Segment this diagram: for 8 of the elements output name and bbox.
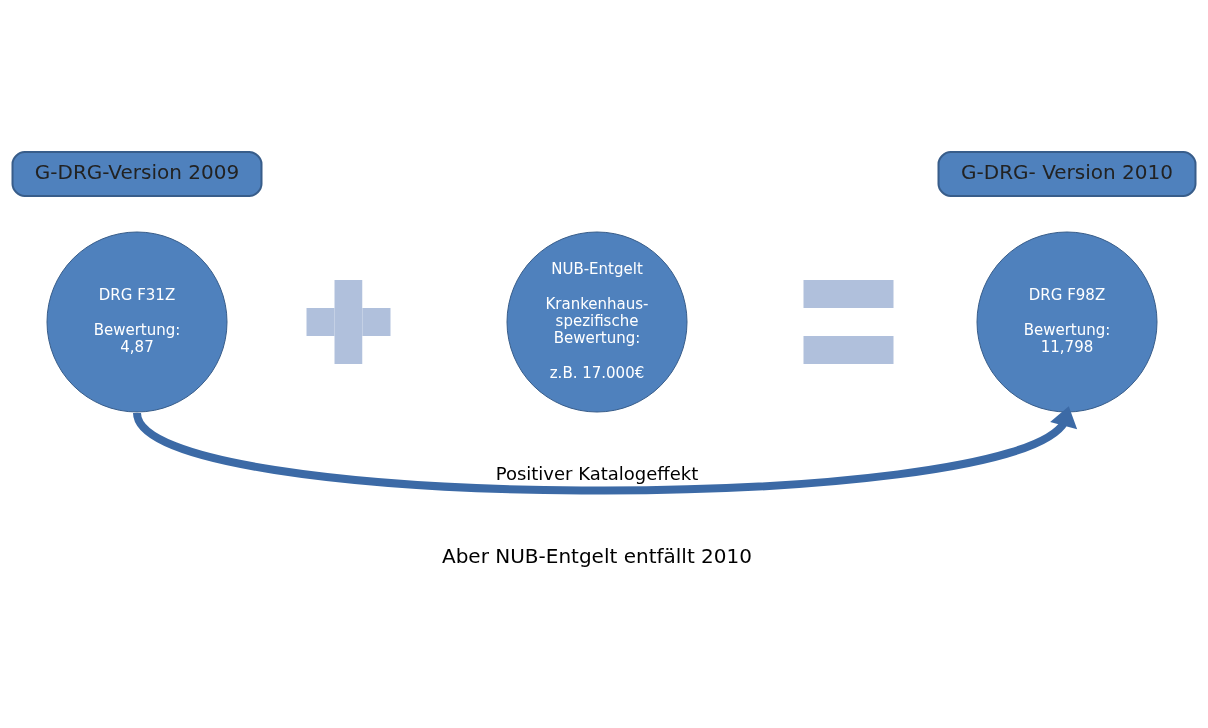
- edge-label: Positiver Katalogeffekt: [495, 463, 699, 485]
- node-circle: DRG F31Z Bewertung: 4,87: [46, 231, 228, 413]
- label: Aber NUB-Entgelt entfällt 2010: [441, 544, 753, 568]
- node-box: G-DRG- Version 2010: [937, 151, 1197, 197]
- node-circle: NUB-Entgelt Krankenhaus- spezifische Bewertung: z.B. 17.000€: [506, 231, 688, 413]
- node-circle: DRG F98Z Bewertung: 11,798: [976, 231, 1158, 413]
- node-box: G-DRG-Version 2009: [11, 151, 263, 197]
- arrow: [133, 406, 1078, 495]
